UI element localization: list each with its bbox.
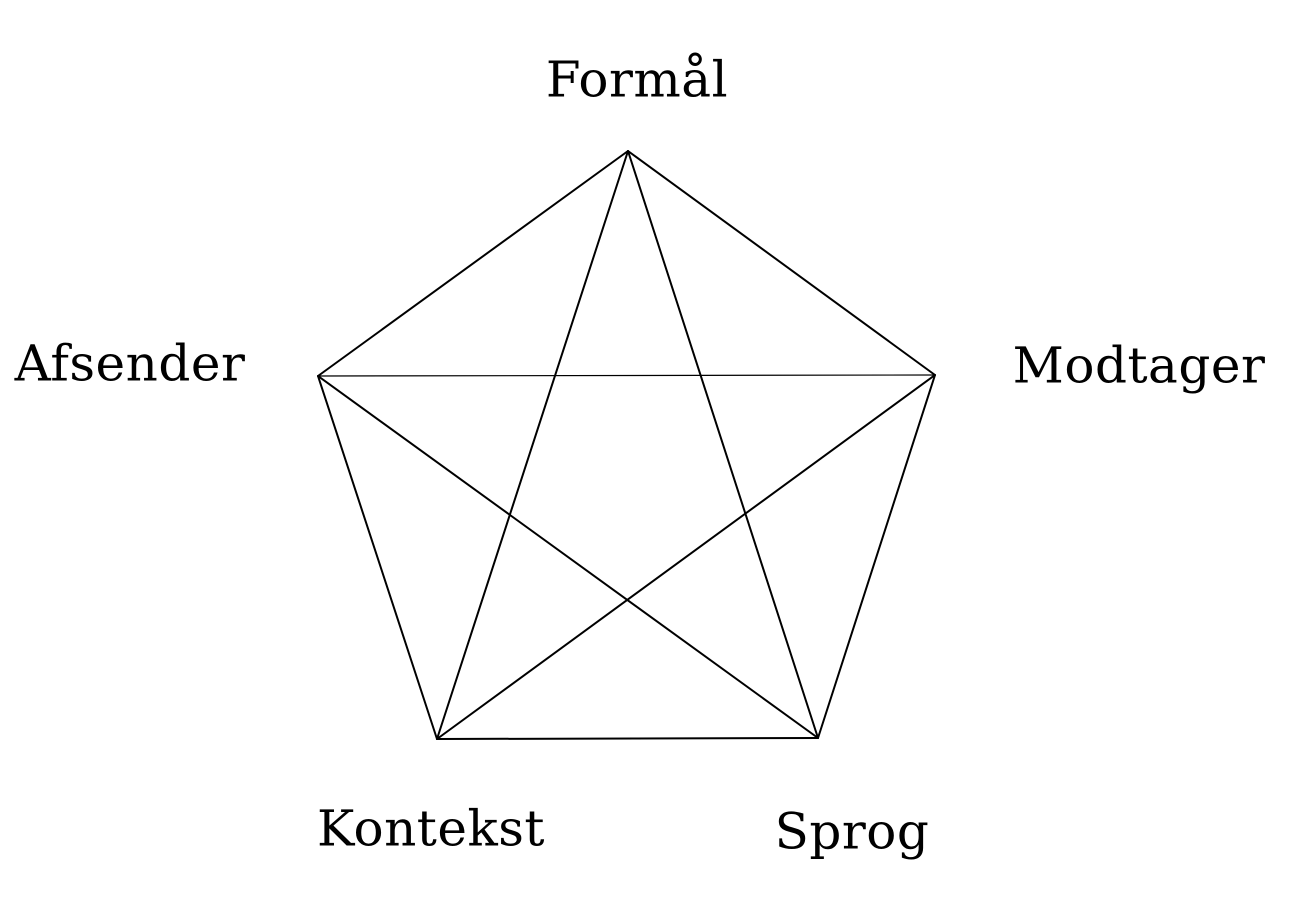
edge-kontekst-sprog <box>436 737 819 740</box>
edge-formaal-kontekst <box>436 150 629 740</box>
vertex-label-formaal: Formål <box>545 50 729 109</box>
vertex-label-modtager: Modtager <box>1012 336 1266 395</box>
edge-modtager-sprog <box>817 374 936 739</box>
edge-afsender-kontekst <box>317 375 438 740</box>
edge-afsender-modtager <box>317 374 936 377</box>
edge-formaal-modtager <box>627 150 936 376</box>
edge-formaal-afsender <box>317 150 629 377</box>
edge-formaal-sprog <box>627 150 819 739</box>
vertex-label-afsender: Afsender <box>14 334 246 393</box>
vertex-label-sprog: Sprog <box>774 802 930 861</box>
edge-afsender-sprog <box>317 375 819 739</box>
edge-modtager-kontekst <box>436 374 936 740</box>
vertex-label-kontekst: Kontekst <box>316 799 546 858</box>
